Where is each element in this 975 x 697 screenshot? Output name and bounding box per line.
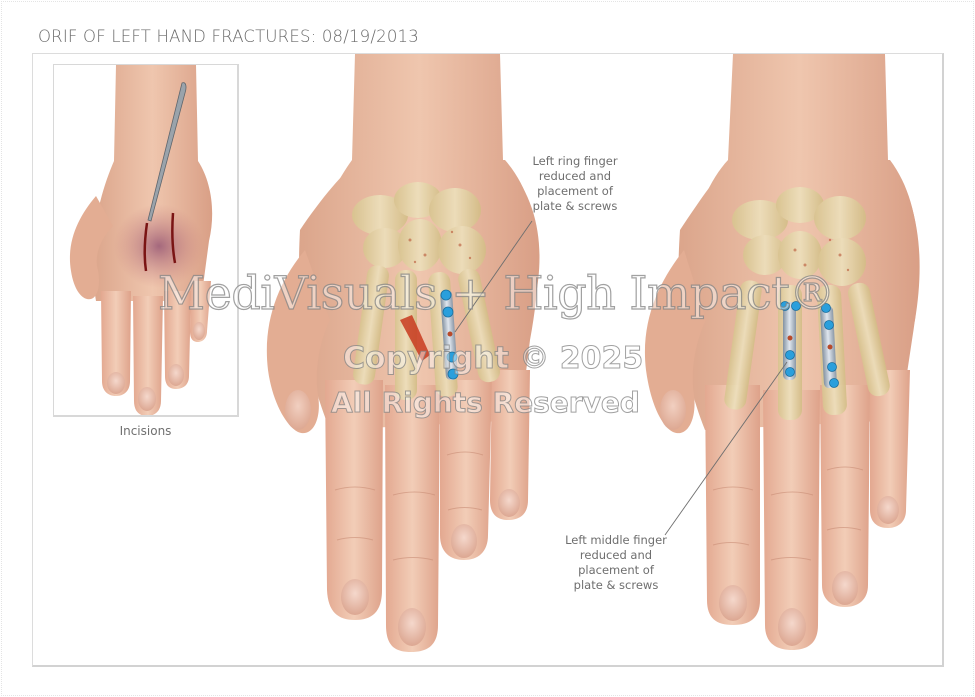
annotation-line: plate & screws xyxy=(573,578,659,592)
annotation-line: placement of xyxy=(537,184,613,198)
annotation-line: Left middle finger xyxy=(565,533,667,547)
annotation-line: reduced and xyxy=(579,548,653,562)
incisions-panel xyxy=(53,64,239,417)
ring-finger-annotation: Left ring finger reduced and placement o… xyxy=(515,154,635,214)
ring-finger-leader-line xyxy=(454,220,533,333)
middle-finger-leader-line xyxy=(664,361,788,536)
annotation-line: plate & screws xyxy=(532,199,618,213)
annotation-line: Left ring finger xyxy=(532,154,618,168)
illustration-frame xyxy=(32,53,944,667)
hand-with-scalpel-icon xyxy=(69,65,213,415)
incisions-caption: Incisions xyxy=(119,424,172,438)
annotation-line: reduced and xyxy=(538,169,612,183)
ring-finger-hand xyxy=(266,54,540,652)
middle-finger-hand xyxy=(644,54,920,650)
middle-finger-annotation: Left middle finger reduced and placement… xyxy=(552,533,680,593)
annotation-line: placement of xyxy=(578,563,654,577)
page-title: ORIF OF LEFT HAND FRACTURES: 08/19/2013 xyxy=(38,27,419,46)
